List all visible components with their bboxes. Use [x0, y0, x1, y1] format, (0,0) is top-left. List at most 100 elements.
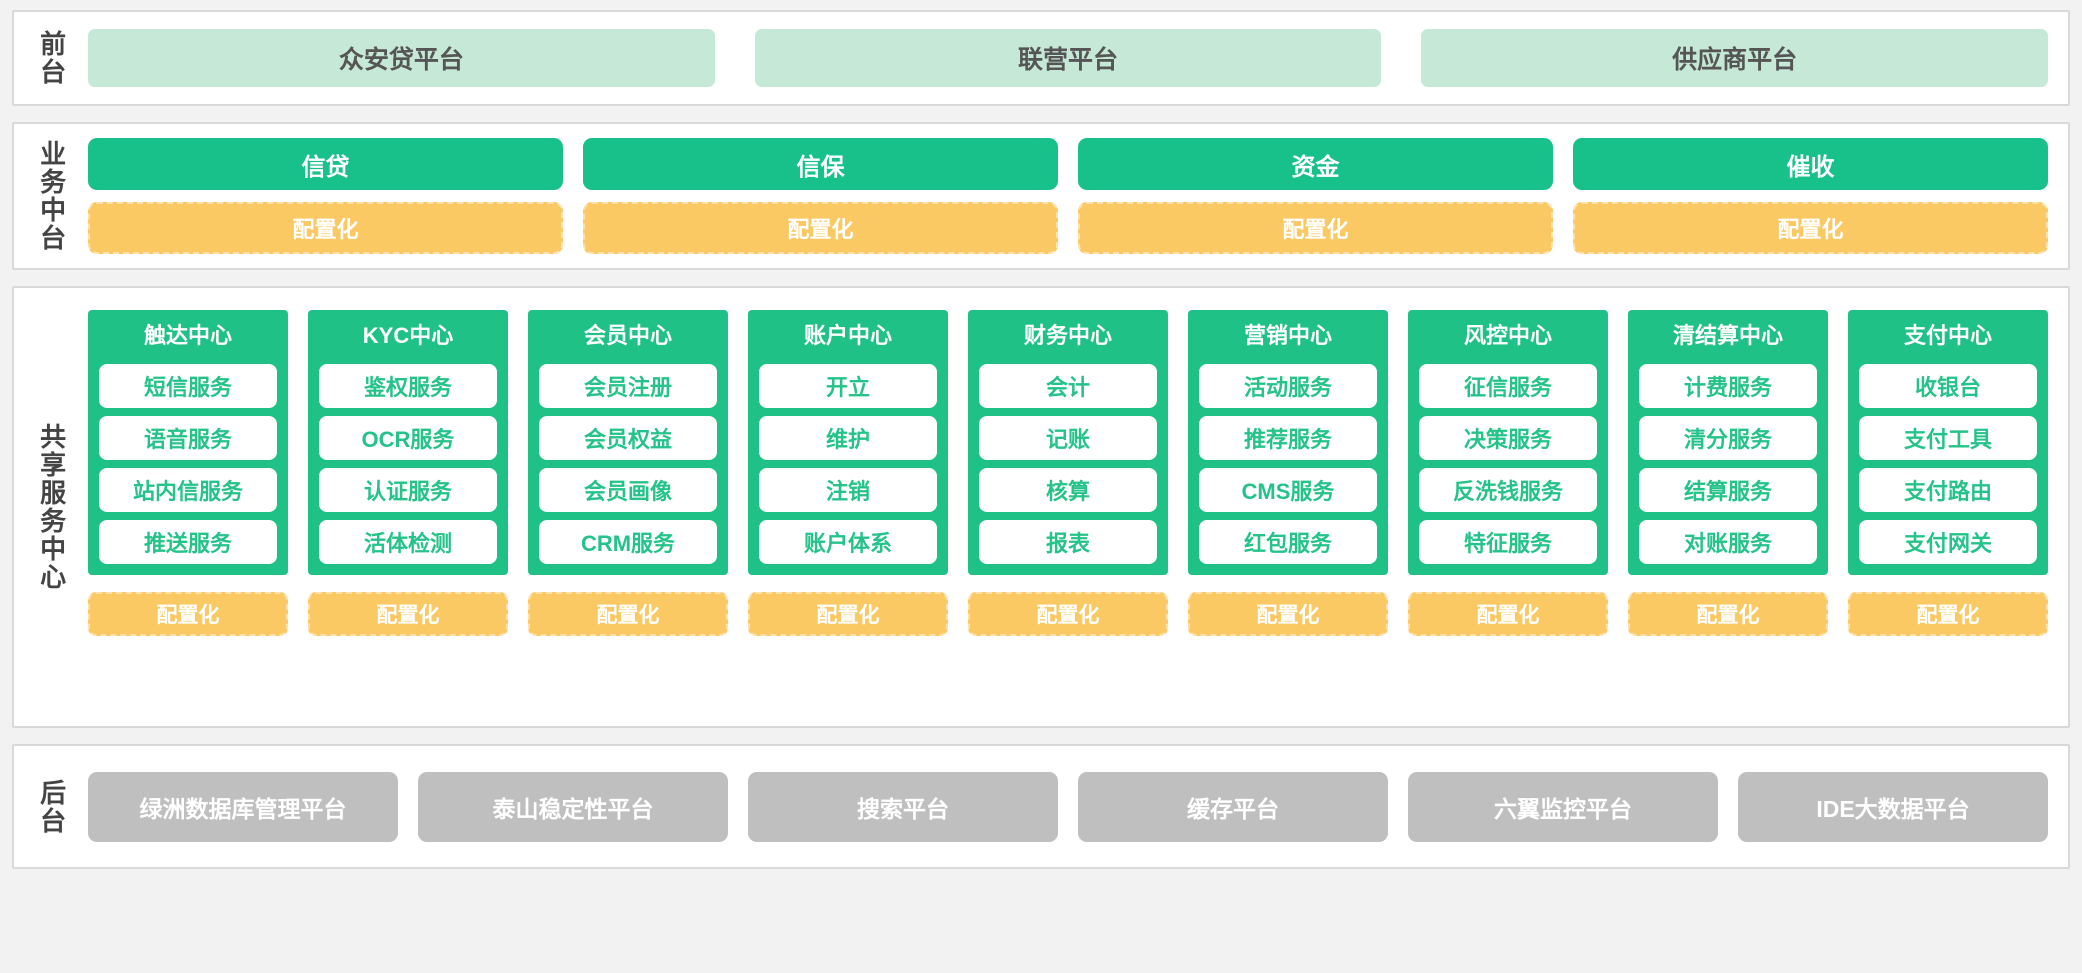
frontend-card-row: 众安贷平台联营平台供应商平台 — [88, 12, 2068, 104]
business-domain-card[interactable]: 催收 — [1573, 138, 2048, 190]
shared-center-box[interactable]: 财务中心会计记账核算报表 — [968, 310, 1168, 575]
shared-center-box[interactable]: 触达中心短信服务语音服务站内信服务推送服务 — [88, 310, 288, 575]
band-label-backend: 后台 — [36, 778, 67, 835]
shared-center-title: 财务中心 — [1023, 323, 1112, 348]
band-business-middle: 业务中台 信贷信保资金催收 配置化配置化配置化配置化 — [12, 122, 2070, 270]
shared-center-config-card[interactable]: 配置化 — [1848, 592, 2048, 636]
shared-center-box[interactable]: 风控中心征信服务决策服务反洗钱服务特征服务 — [1408, 310, 1608, 575]
shared-service-chip[interactable]: 会计 — [979, 364, 1157, 408]
shared-service-chip[interactable]: 语音服务 — [99, 416, 277, 460]
shared-service-chip[interactable]: CRM服务 — [539, 520, 717, 564]
backend-platform-card[interactable]: 六翼监控平台 — [1408, 771, 1718, 842]
shared-service-chip[interactable]: 报表 — [979, 520, 1157, 564]
shared-center-title: KYC中心 — [362, 323, 454, 348]
shared-service-chip[interactable]: 红包服务 — [1199, 520, 1377, 564]
shared-service-chip[interactable]: 活动服务 — [1199, 364, 1377, 408]
shared-center-config-card[interactable]: 配置化 — [1408, 592, 1608, 636]
shared-center-config-card[interactable]: 配置化 — [308, 592, 508, 636]
shared-center-config-card[interactable]: 配置化 — [528, 592, 728, 636]
shared-center-box[interactable]: 会员中心会员注册会员权益会员画像 CRM服务 — [528, 310, 728, 575]
shared-service-chip[interactable]: 支付网关 — [1859, 520, 2037, 564]
business-config-card[interactable]: 配置化 — [1573, 202, 2048, 254]
band-frontend: 前台 众安贷平台联营平台供应商平台 — [12, 10, 2070, 106]
shared-service-chip[interactable]: 核算 — [979, 468, 1157, 512]
backend-platform-card[interactable]: 泰山稳定性平台 — [418, 771, 728, 842]
shared-service-chip[interactable]: 结算服务 — [1639, 468, 1817, 512]
shared-service-chip[interactable]: 反洗钱服务 — [1419, 468, 1597, 512]
shared-center-config-card[interactable]: 配置化 — [748, 592, 948, 636]
shared-center-title: 风控中心 — [1463, 323, 1552, 348]
shared-service-chip[interactable]: 账户体系 — [759, 520, 937, 564]
band-label-shared-service-center: 共享服务中心 — [36, 423, 67, 591]
backend-platform-card[interactable]: IDE大数据平台 — [1738, 771, 2048, 842]
business-domain-card[interactable]: 信贷 — [88, 138, 563, 190]
shared-center-config-card[interactable]: 配置化 — [88, 592, 288, 636]
backend-platform-card[interactable]: 缓存平台 — [1078, 771, 1388, 842]
shared-center-config-card[interactable]: 配置化 — [1188, 592, 1388, 636]
shared-service-chip[interactable]: 鉴权服务 — [319, 364, 497, 408]
business-config-card[interactable]: 配置化 — [583, 202, 1058, 254]
business-config-row: 配置化配置化配置化配置化 — [88, 202, 2048, 254]
shared-center-title: 支付中心 — [1903, 323, 1992, 348]
shared-center-column: 账户中心开立维护注销账户体系配置化 — [748, 310, 948, 706]
shared-service-chip[interactable]: 开立 — [759, 364, 937, 408]
shared-center-config-card[interactable]: 配置化 — [968, 592, 1168, 636]
frontend-platform-card[interactable]: 供应商平台 — [1421, 29, 2049, 87]
shared-service-chip[interactable]: 推荐服务 — [1199, 416, 1377, 460]
shared-service-chip[interactable]: 活体检测 — [319, 520, 497, 564]
business-config-card[interactable]: 配置化 — [1078, 202, 1553, 254]
shared-service-chip[interactable]: 征信服务 — [1419, 364, 1597, 408]
shared-service-chip[interactable]: 短信服务 — [99, 364, 277, 408]
shared-center-column: KYC中心鉴权服务 OCR服务认证服务活体检测配置化 — [308, 310, 508, 706]
shared-center-box[interactable]: 支付中心收银台支付工具支付路由支付网关 — [1848, 310, 2048, 575]
shared-service-chip[interactable]: 特征服务 — [1419, 520, 1597, 564]
shared-service-chip[interactable]: 对账服务 — [1639, 520, 1817, 564]
backend-platform-card[interactable]: 搜索平台 — [748, 771, 1058, 842]
frontend-platform-card[interactable]: 众安贷平台 — [88, 29, 715, 87]
band-label-frontend: 前台 — [36, 30, 67, 86]
business-config-card[interactable]: 配置化 — [88, 202, 563, 254]
shared-center-title: 会员中心 — [583, 323, 672, 348]
shared-service-chip[interactable]: 计费服务 — [1639, 364, 1817, 408]
shared-service-chip[interactable]: CMS服务 — [1199, 468, 1377, 512]
shared-service-chip[interactable]: 会员注册 — [539, 364, 717, 408]
business-middle-body: 信贷信保资金催收 配置化配置化配置化配置化 — [88, 124, 2068, 268]
shared-center-title: 清结算中心 — [1672, 323, 1783, 348]
shared-service-chip[interactable]: 清分服务 — [1639, 416, 1817, 460]
shared-center-config-card[interactable]: 配置化 — [1628, 592, 1828, 636]
band-backend: 后台 绿洲数据库管理平台泰山稳定性平台搜索平台缓存平台六翼监控平台 IDE大数据平… — [12, 744, 2070, 869]
backend-card-row: 绿洲数据库管理平台泰山稳定性平台搜索平台缓存平台六翼监控平台 IDE大数据平台 — [88, 746, 2068, 867]
business-domain-card[interactable]: 资金 — [1078, 138, 1553, 190]
shared-service-chip[interactable]: 站内信服务 — [99, 468, 277, 512]
shared-service-chip[interactable]: 收银台 — [1859, 364, 2037, 408]
shared-center-box[interactable]: KYC中心鉴权服务 OCR服务认证服务活体检测 — [308, 310, 508, 575]
shared-service-chip[interactable]: 注销 — [759, 468, 937, 512]
shared-center-column: 触达中心短信服务语音服务站内信服务推送服务配置化 — [88, 310, 288, 706]
backend-platform-card[interactable]: 绿洲数据库管理平台 — [88, 771, 398, 842]
shared-center-column: 清结算中心计费服务清分服务结算服务对账服务配置化 — [1628, 310, 1828, 706]
shared-service-chip[interactable]: 会员权益 — [539, 416, 717, 460]
shared-service-chip[interactable]: 维护 — [759, 416, 937, 460]
shared-service-chip[interactable]: 记账 — [979, 416, 1157, 460]
shared-center-column: 财务中心会计记账核算报表配置化 — [968, 310, 1168, 706]
shared-service-chip[interactable]: 支付工具 — [1859, 416, 2037, 460]
shared-center-box[interactable]: 账户中心开立维护注销账户体系 — [748, 310, 948, 575]
frontend-platform-card[interactable]: 联营平台 — [754, 29, 1382, 87]
shared-center-box[interactable]: 清结算中心计费服务清分服务结算服务对账服务 — [1628, 310, 1828, 575]
shared-service-chip[interactable]: 认证服务 — [319, 468, 497, 512]
shared-service-chip[interactable]: 推送服务 — [99, 520, 277, 564]
shared-center-column: 风控中心征信服务决策服务反洗钱服务特征服务配置化 — [1408, 310, 1608, 706]
shared-center-title: 触达中心 — [143, 323, 232, 348]
shared-service-chip[interactable]: 会员画像 — [539, 468, 717, 512]
shared-service-chip[interactable]: 决策服务 — [1419, 416, 1597, 460]
shared-center-column: 会员中心会员注册会员权益会员画像 CRM服务配置化 — [528, 310, 728, 706]
band-label-business-middle: 业务中台 — [36, 140, 67, 252]
business-domain-card[interactable]: 信保 — [583, 138, 1058, 190]
shared-center-column: 支付中心收银台支付工具支付路由支付网关配置化 — [1848, 310, 2048, 706]
shared-service-chip[interactable]: 支付路由 — [1859, 468, 2037, 512]
shared-service-chip[interactable]: OCR服务 — [319, 416, 497, 460]
